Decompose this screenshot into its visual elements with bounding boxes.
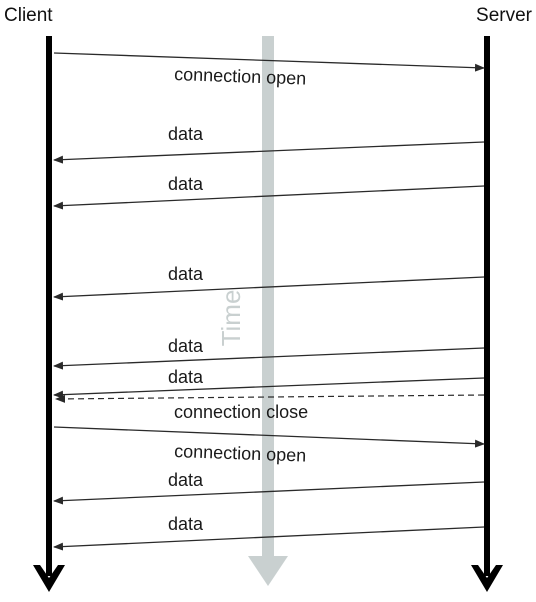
message-label: data xyxy=(168,336,204,356)
client-lifeline-arrowhead xyxy=(33,565,65,592)
message-label: data xyxy=(168,174,204,194)
time-axis-label: Time xyxy=(216,290,246,347)
message-connection-close: connection close xyxy=(55,394,485,422)
message-arrow xyxy=(53,426,485,448)
message-label: data xyxy=(168,124,204,144)
message-label: connection open xyxy=(174,441,307,466)
message-arrow xyxy=(55,394,485,403)
time-axis-shaft xyxy=(262,36,274,564)
message-data: data xyxy=(53,514,485,551)
server-lifeline-arrowhead xyxy=(471,565,503,592)
message-connection-open: connection open xyxy=(53,52,485,89)
time-axis-arrowhead xyxy=(248,556,288,586)
server-label: Server xyxy=(476,5,533,26)
message-label: data xyxy=(168,264,204,284)
message-label: data xyxy=(168,470,204,490)
message-label: data xyxy=(168,367,204,387)
message-data: data xyxy=(53,264,485,301)
message-label: data xyxy=(168,514,204,534)
message-label: connection close xyxy=(174,402,308,422)
message-arrow xyxy=(53,377,485,399)
message-arrow xyxy=(53,481,485,505)
message-data: data xyxy=(53,470,485,505)
message-data: data xyxy=(53,367,485,399)
message-arrow xyxy=(53,276,485,301)
client-lifeline xyxy=(33,36,65,592)
message-arrow xyxy=(53,185,485,210)
server-lifeline-shaft xyxy=(484,36,490,576)
client-lifeline-shaft xyxy=(46,36,52,576)
message-data: data xyxy=(53,124,485,164)
message-label: connection open xyxy=(174,64,307,89)
message-data: data xyxy=(53,336,485,370)
message-arrow xyxy=(53,141,485,164)
message-arrow xyxy=(53,347,485,370)
time-axis: Time xyxy=(216,36,288,586)
message-arrow xyxy=(53,526,485,551)
message-connection-open: connection open xyxy=(53,426,485,466)
client-label: Client xyxy=(4,5,53,26)
message-arrow xyxy=(53,52,485,72)
server-lifeline xyxy=(471,36,503,592)
message-data: data xyxy=(53,174,485,210)
